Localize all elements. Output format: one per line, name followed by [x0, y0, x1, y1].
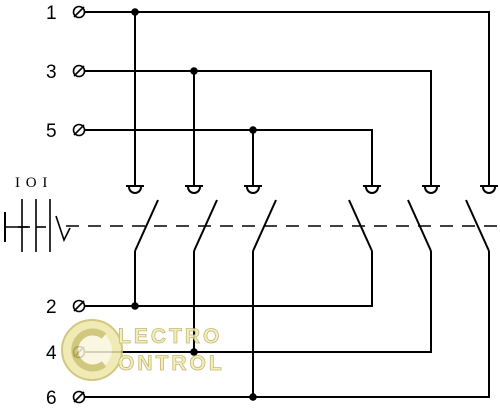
contact-head-icon [185, 185, 203, 194]
terminal-screw-icon [72, 64, 86, 78]
bus-wire-3 [85, 67, 432, 186]
terminal-label-6: 6 [46, 388, 57, 409]
operator-handle-icon [4, 199, 71, 252]
switch-blade [134, 199, 159, 252]
bus-wire-5 [85, 126, 373, 186]
switch-blade [465, 199, 490, 252]
terminal-label-1: 1 [46, 3, 57, 24]
terminal-label-2: 2 [46, 297, 57, 318]
contact-head-icon [126, 185, 144, 194]
terminal-screw-icon [72, 299, 86, 313]
contact-head-icon [480, 185, 498, 194]
contact-head-icon [363, 185, 381, 194]
contact-head-icon [244, 185, 262, 194]
bus-wire-1 [85, 8, 490, 186]
terminal-screw-icon [72, 390, 86, 404]
bus-wire-6 [85, 251, 490, 401]
watermark-line-1: LECTRO [118, 325, 222, 348]
terminal-screw-icon [72, 123, 86, 137]
brand-watermark-logo: LECTRO ONTROL [61, 319, 225, 381]
terminal-label-3: 3 [46, 62, 57, 83]
terminal-label-4: 4 [46, 343, 57, 364]
terminal-label-5: 5 [46, 121, 57, 142]
terminal-screw-icon [72, 5, 86, 19]
bus-wire-2 [85, 251, 373, 310]
contact-head-icon [422, 185, 440, 194]
bus-wire-4 [85, 251, 432, 356]
watermark-line-2: ONTROL [118, 352, 225, 375]
switch-positions-label: I O I [15, 175, 48, 191]
